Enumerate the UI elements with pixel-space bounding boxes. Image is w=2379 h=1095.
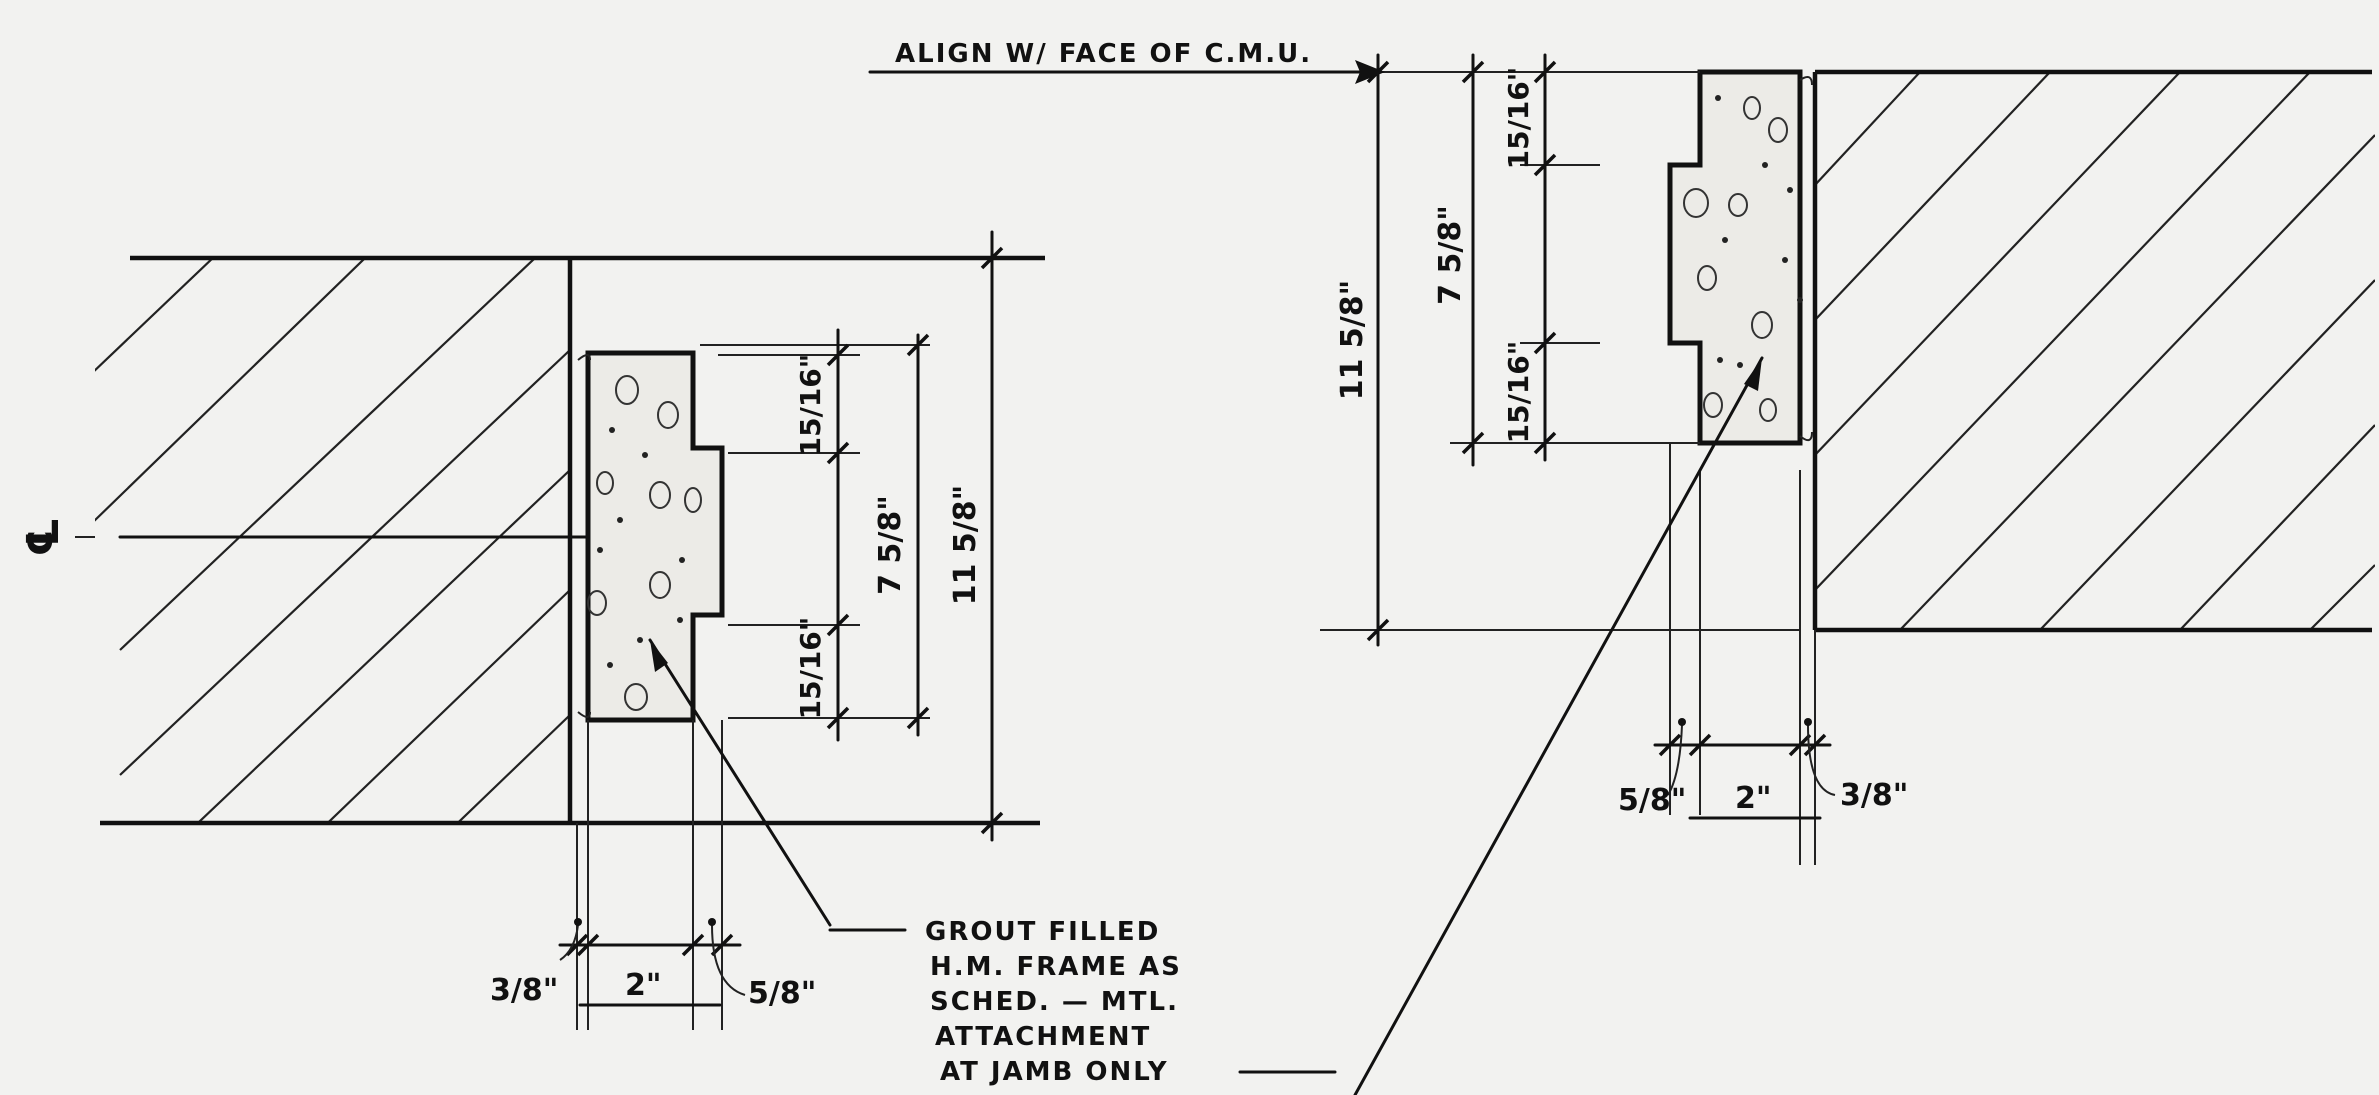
- left-jamb-detail: 15/16" 15/16" 7 5/8" 11 5/8" 3/8" 2" 5/8…: [75, 230, 1045, 1030]
- left-dim-frame-depth: 7 5/8": [873, 495, 908, 595]
- align-note-callout: ALIGN W/ FACE OF C.M.U.: [868, 39, 1385, 84]
- left-dim-left-gap: 3/8": [490, 973, 558, 1008]
- right-dim-frame-width: 2": [1735, 781, 1772, 816]
- left-dim-top-offset: 15/16": [794, 354, 827, 457]
- right-dim-right-gap: 3/8": [1840, 778, 1908, 813]
- right-grout-aggregate: [1683, 95, 1803, 422]
- right-dim-wall-depth: 11 5/8": [1335, 280, 1370, 401]
- left-dim-frame-width: 2": [625, 968, 662, 1003]
- right-dim-frame-depth: 7 5/8": [1433, 205, 1468, 305]
- right-grout-leader: [1353, 356, 1764, 1095]
- grout-note-line-2: H.M. FRAME AS: [930, 952, 1182, 982]
- left-dimension-lines: [558, 230, 1004, 1030]
- right-jamb-detail: 15/16" 15/16" 7 5/8" 11 5/8" 5/8" 2" 3/8…: [1238, 53, 2375, 1095]
- right-dim-left-gap: 5/8": [1618, 783, 1686, 818]
- grout-note-line-1: GROUT FILLED: [925, 917, 1160, 947]
- grout-note-line-4: ATTACHMENT: [935, 1022, 1151, 1052]
- left-cmu-wall-hatch: [95, 258, 570, 823]
- grout-note-line-3: SCHED. — MTL.: [930, 987, 1179, 1017]
- centerline-symbol: ℄: [18, 517, 69, 556]
- left-dim-right-gap: 5/8": [748, 976, 816, 1011]
- grout-note-callout: GROUT FILLED H.M. FRAME AS SCHED. — MTL.…: [925, 917, 1182, 1087]
- align-note: ALIGN W/ FACE OF C.M.U.: [895, 39, 1312, 69]
- right-cmu-wall-hatch: [1815, 72, 2375, 630]
- left-dim-bottom-offset: 15/16": [794, 617, 827, 720]
- right-grout-filled-frame: [1667, 69, 1803, 446]
- left-dim-wall-depth: 11 5/8": [948, 485, 983, 606]
- left-grout-leader: [648, 638, 832, 927]
- right-dim-bottom-offset: 15/16": [1502, 341, 1535, 444]
- right-dimension-lines: [1315, 53, 1836, 865]
- right-dim-top-offset: 15/16": [1502, 67, 1535, 170]
- left-grout-filled-frame: [585, 350, 725, 723]
- left-grout-aggregate: [587, 375, 702, 711]
- grout-note-line-5: AT JAMB ONLY: [940, 1057, 1169, 1087]
